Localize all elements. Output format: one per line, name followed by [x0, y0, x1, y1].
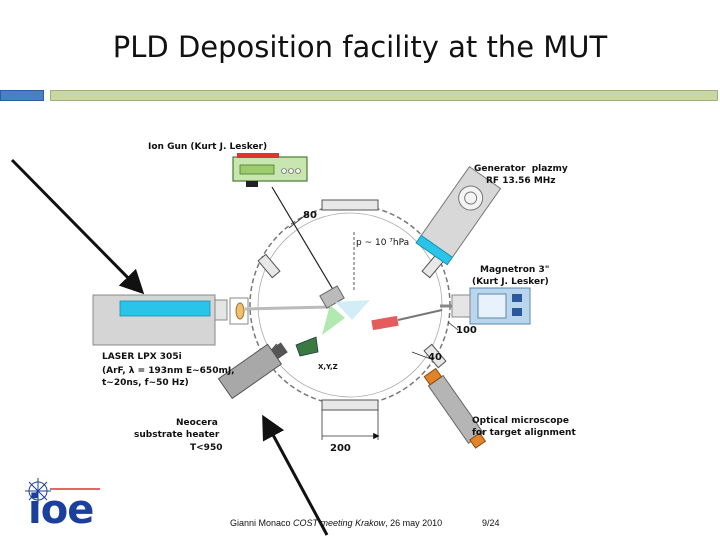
- page-number: 9/24: [482, 518, 500, 528]
- laser-label-line2: (ArF, λ = 193nm E~650mJ,: [102, 366, 235, 376]
- ioe-logo: [25, 478, 100, 504]
- dimension-100: 100: [456, 325, 477, 336]
- xyz-label: X,Y,Z: [318, 363, 338, 371]
- footer-meeting: COST meeting Krakow: [293, 518, 386, 528]
- microscope-label-line1: Optical microscope: [472, 416, 569, 426]
- dimension-40: 40: [428, 352, 442, 363]
- footer-citation: Gianni Monaco COST meeting Krakow, 26 ma…: [230, 518, 442, 528]
- magnetron: [440, 287, 531, 325]
- ion-gun-controller: [232, 153, 339, 299]
- title-accent-bar-blue: [0, 90, 44, 101]
- rf-generator: [415, 165, 502, 266]
- dimension-marks: [288, 213, 459, 440]
- dimension-200: 200: [330, 443, 351, 454]
- magnetron-label-line2: (Kurt J. Lesker): [472, 277, 549, 287]
- heater-label-line1: Neocera: [176, 418, 218, 428]
- laser-label-line3: t~20ns, f~50 Hz): [102, 378, 189, 388]
- logo-text: ioe: [28, 487, 94, 533]
- footer-date: , 26 may 2010: [385, 518, 443, 528]
- title-accent-bar-green: [50, 90, 718, 101]
- laser-unit: [92, 294, 331, 346]
- ion-gun-label: Ion Gun (Kurt J. Lesker): [148, 142, 268, 152]
- heater-label-line3: T<950: [190, 443, 223, 453]
- heater-pointer-arrow: [262, 414, 329, 536]
- heater-label-line2: substrate heater: [134, 430, 220, 440]
- laser-label-line1: LASER LPX 305i: [102, 352, 182, 362]
- target-assembly: [295, 285, 443, 357]
- pressure-label: p ~ 10 ⁷hPa: [356, 238, 410, 248]
- microscope-label-line2: for target alignment: [472, 428, 576, 438]
- optical-microscope: [423, 367, 487, 449]
- generator-label-line1: Generator plazmy: [474, 164, 568, 174]
- page-title: PLD Deposition facility at the MUT: [112, 30, 608, 64]
- footer-presenter: Gianni Monaco: [230, 518, 294, 528]
- generator-label-line2: RF 13.56 MHz: [486, 176, 556, 186]
- substrate-heater: [217, 342, 288, 400]
- magnetron-label-line1: Magnetron 3": [480, 265, 550, 275]
- laser-pointer-arrow: [10, 158, 145, 295]
- dimension-80: 80: [303, 210, 317, 221]
